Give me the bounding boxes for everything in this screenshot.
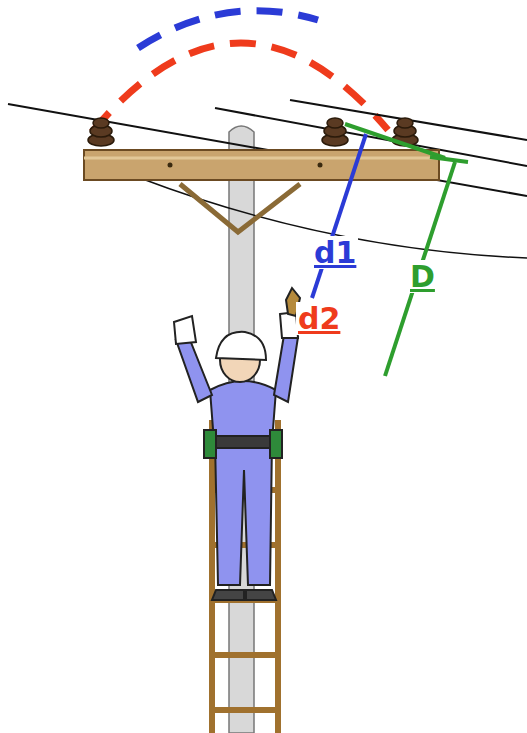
distance-label: d1 <box>312 236 358 269</box>
bolt <box>318 163 323 168</box>
distance-label: D <box>408 260 437 293</box>
dimension-line <box>345 124 468 376</box>
crossarm <box>84 150 439 180</box>
clearance-arc-outer <box>138 11 318 48</box>
crossarm <box>84 157 439 160</box>
bolt <box>168 163 173 168</box>
wire <box>290 100 527 140</box>
distance-label: d2 <box>296 302 342 335</box>
clearance-arc-inner <box>92 43 388 132</box>
ladder <box>212 420 278 733</box>
distance-line <box>312 134 366 298</box>
lineworker <box>174 288 300 600</box>
brace <box>180 184 300 232</box>
